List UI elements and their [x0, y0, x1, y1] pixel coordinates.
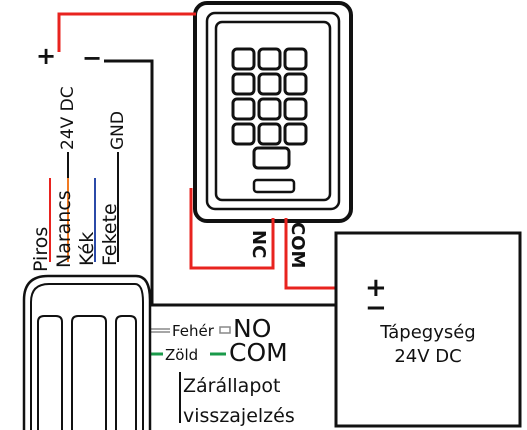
- zold-label: Zöld: [165, 346, 198, 364]
- controller-outline: [22, 274, 152, 430]
- keypad-key: [231, 97, 256, 121]
- keypad-key: [257, 122, 282, 146]
- keypad-key: [231, 122, 256, 146]
- keypad-key: [257, 47, 282, 71]
- fekete-label: Fekete: [99, 203, 121, 266]
- feher-label: Fehér: [172, 322, 215, 340]
- keypad-key: [283, 97, 308, 121]
- feedback-line-2: visszajelzés: [183, 405, 295, 427]
- reader-indicator-slot: [252, 178, 296, 194]
- controller-box: [22, 274, 152, 430]
- psu-title: Tápegység: [379, 322, 476, 343]
- keypad-key: [231, 72, 256, 96]
- com-bottom-label: COM: [229, 338, 288, 367]
- psu-plus-label: +: [365, 273, 387, 303]
- com-top-label: COM: [287, 222, 308, 268]
- nc-wire: [189, 188, 275, 270]
- red-supply-wire: [57, 12, 196, 52]
- no-label: NO: [233, 314, 271, 343]
- piros-label: Piros: [30, 227, 52, 272]
- controller-inner-outline: [30, 283, 144, 430]
- keypad-reader: [193, 1, 353, 223]
- keypad-key: [283, 122, 308, 146]
- keypad-key: [257, 97, 282, 121]
- controller-slot-3: [115, 315, 137, 430]
- supply-voltage-label: 24V DC: [58, 86, 78, 150]
- power-supply-box: [334, 231, 522, 428]
- controller-slot-2: [71, 315, 107, 430]
- keypad-key: [283, 72, 308, 96]
- gnd-label: GND: [108, 111, 128, 150]
- kek-label: Kék: [76, 232, 98, 266]
- keypad-key: [283, 47, 308, 71]
- narancs-label: Narancs: [53, 190, 75, 268]
- keypad-bottom-key: [252, 146, 291, 170]
- keypad-key: [231, 47, 256, 71]
- keypad-keys: [231, 47, 308, 146]
- controller-slot-1: [37, 315, 63, 430]
- keypad-key: [257, 72, 282, 96]
- wires: [49, 12, 365, 356]
- nc-label: NC: [248, 230, 269, 258]
- supply-plus-label: +: [36, 42, 56, 70]
- feher-no-link: [219, 326, 231, 334]
- gnd-wire: [104, 59, 365, 307]
- psu-voltage: 24V DC: [394, 346, 461, 367]
- psu-minus-label: −: [365, 293, 387, 323]
- feedback-line-1: Zárállapot: [183, 375, 280, 397]
- supply-minus-label: −: [82, 44, 102, 72]
